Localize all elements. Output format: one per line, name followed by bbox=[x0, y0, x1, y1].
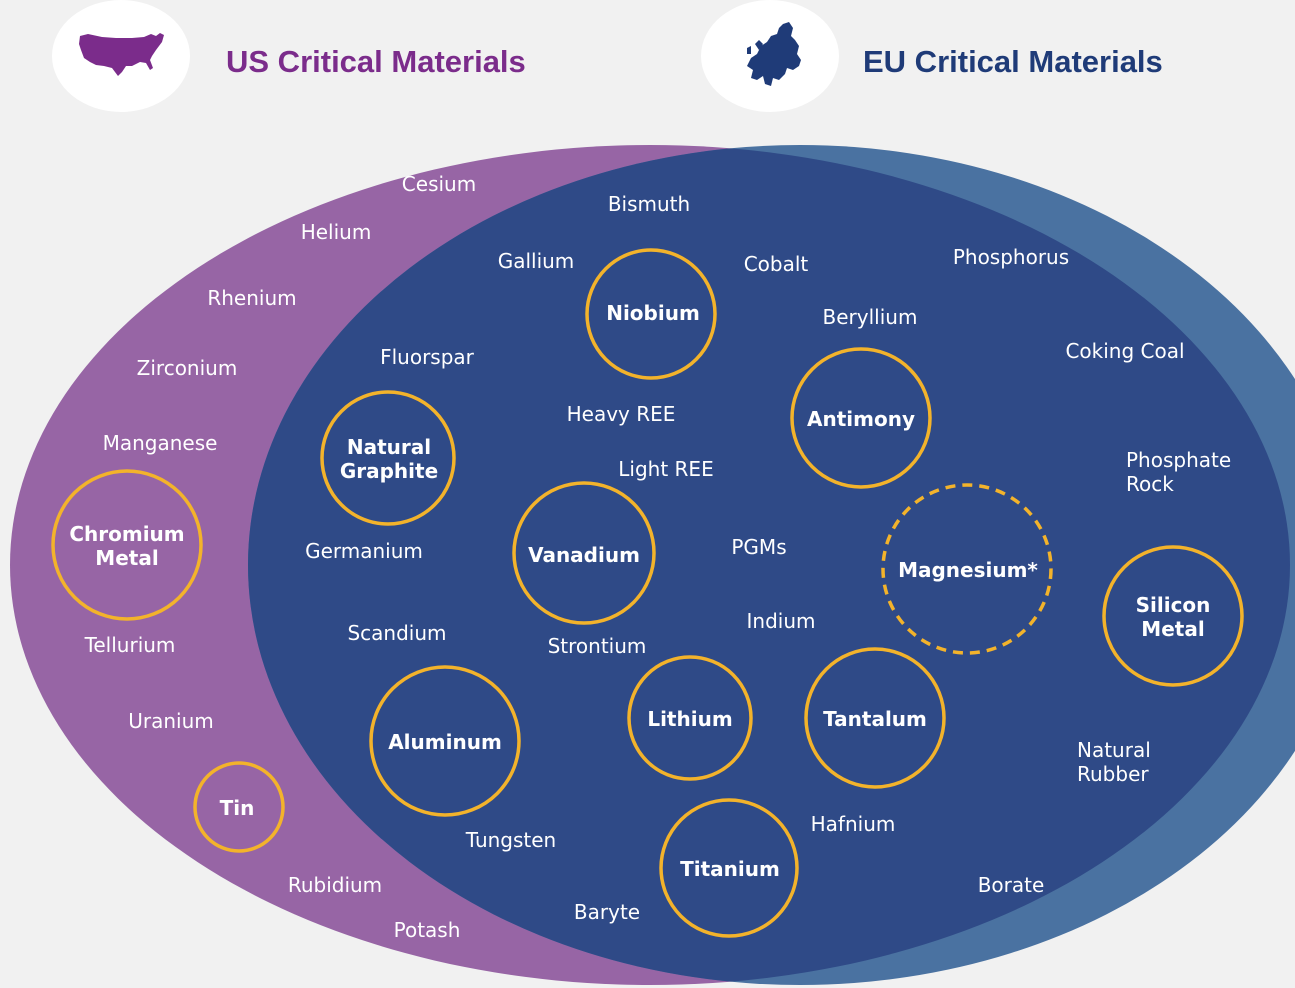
europe-map-icon bbox=[747, 22, 801, 86]
us-icon-badge bbox=[52, 0, 190, 112]
label-fluorspar: Fluorspar bbox=[380, 345, 475, 369]
label-vanadium: Vanadium bbox=[528, 543, 640, 567]
us-title: US Critical Materials bbox=[226, 44, 526, 79]
label-indium: Indium bbox=[747, 609, 816, 633]
label-phosphorus: Phosphorus bbox=[953, 245, 1069, 269]
graphite-ring bbox=[320, 390, 456, 526]
label-lithium: Lithium bbox=[647, 707, 732, 731]
label-pgms: PGMs bbox=[731, 535, 786, 559]
label-uranium: Uranium bbox=[128, 709, 214, 733]
label-zirconium: Zirconium bbox=[137, 356, 238, 380]
label-magnesium: Magnesium* bbox=[898, 558, 1038, 582]
label-scandium: Scandium bbox=[347, 621, 446, 645]
label-gallium: Gallium bbox=[498, 249, 575, 273]
tantalum-ring bbox=[804, 647, 946, 789]
label-light-ree: Light REE bbox=[618, 457, 713, 481]
tin-ring bbox=[193, 761, 285, 853]
label-antimony: Antimony bbox=[807, 407, 915, 431]
label-tin: Tin bbox=[220, 796, 255, 820]
label-rubidium: Rubidium bbox=[288, 873, 382, 897]
label-rhenium: Rhenium bbox=[207, 286, 296, 310]
chromium-ring bbox=[51, 469, 203, 621]
aluminum-ring bbox=[369, 665, 521, 817]
label-aluminum: Aluminum bbox=[388, 730, 502, 754]
label-helium: Helium bbox=[301, 220, 372, 244]
overlap-region bbox=[248, 145, 1290, 985]
eu-icon-badge bbox=[701, 0, 839, 112]
eu-title: EU Critical Materials bbox=[863, 44, 1163, 79]
label-germanium: Germanium bbox=[305, 539, 423, 563]
label-coking-coal: Coking Coal bbox=[1065, 339, 1184, 363]
label-bismuth: Bismuth bbox=[608, 192, 690, 216]
vanadium-ring bbox=[512, 481, 656, 625]
silicon-ring bbox=[1102, 545, 1244, 687]
label-hafnium: Hafnium bbox=[811, 812, 896, 836]
lithium-ring bbox=[627, 655, 753, 781]
label-borate: Borate bbox=[978, 873, 1045, 897]
label-tantalum: Tantalum bbox=[823, 707, 927, 731]
label-tellurium: Tellurium bbox=[84, 633, 176, 657]
label-strontium: Strontium bbox=[548, 634, 647, 658]
usa-map-icon bbox=[79, 33, 164, 76]
niobium-ring bbox=[585, 248, 717, 380]
label-cobalt: Cobalt bbox=[744, 252, 809, 276]
label-tungsten: Tungsten bbox=[465, 828, 556, 852]
magnesium-ring bbox=[881, 483, 1053, 655]
label-titanium: Titanium bbox=[680, 857, 780, 881]
label-niobium: Niobium bbox=[606, 301, 700, 325]
label-cesium: Cesium bbox=[402, 172, 476, 196]
titanium-ring bbox=[659, 798, 799, 938]
label-potash: Potash bbox=[394, 918, 461, 942]
label-beryllium: Beryllium bbox=[823, 305, 918, 329]
antimony-ring bbox=[790, 347, 932, 489]
label-heavy-ree: Heavy REE bbox=[567, 402, 676, 426]
label-manganese: Manganese bbox=[103, 431, 218, 455]
label-baryte: Baryte bbox=[574, 900, 640, 924]
